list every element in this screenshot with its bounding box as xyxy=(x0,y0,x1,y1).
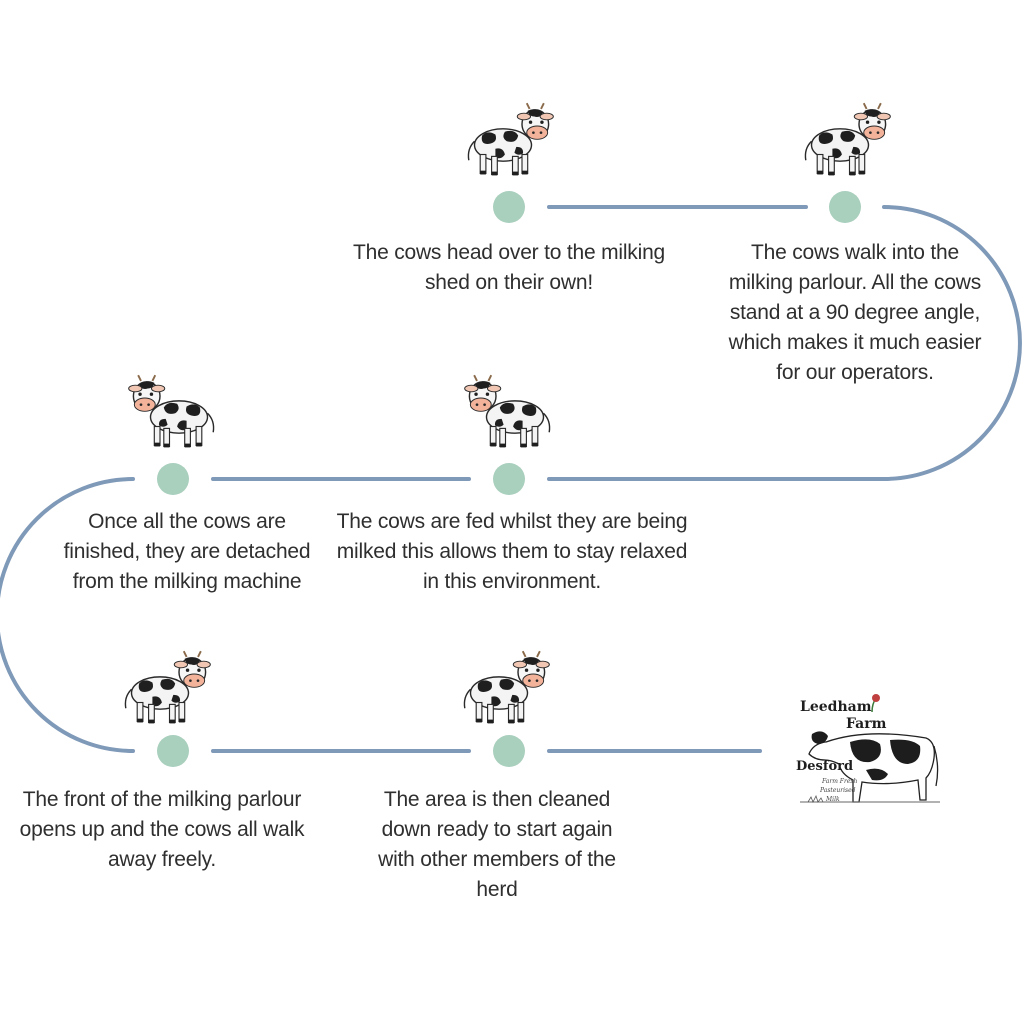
step-1-caption: The cows head over to the milking shed o… xyxy=(352,241,666,294)
step-3-caption: The cows are fed whilst they are being m… xyxy=(336,510,688,593)
cow-icon xyxy=(124,650,212,725)
logo-cow-icon xyxy=(800,731,940,803)
step-node-2 xyxy=(829,191,861,223)
connector-2-3 xyxy=(882,205,1022,481)
logo-line2: Farm xyxy=(846,716,887,732)
step-4-caption: Once all the cows are finished, they are… xyxy=(63,510,311,593)
step-5-caption: The front of the milking parlour opens u… xyxy=(19,788,305,871)
step-node-3 xyxy=(493,463,525,495)
process-path xyxy=(0,205,1022,753)
logo-line3: Desford xyxy=(796,759,853,774)
cow-icon xyxy=(804,102,892,177)
step-2-caption: The cows walk into the milking parlour. … xyxy=(728,241,982,384)
logo-tagline2: Pasteurised xyxy=(819,787,856,794)
step-node-4 xyxy=(157,463,189,495)
cow-icon xyxy=(463,650,551,725)
cow-icon xyxy=(463,374,551,449)
logo-tagline1: Farm Fresh xyxy=(821,778,857,785)
step-6-caption: The area is then cleaned down ready to s… xyxy=(378,788,616,901)
connector-4-5 xyxy=(0,477,135,753)
cow-icon xyxy=(467,102,555,177)
logo-tagline3: Milk xyxy=(825,796,840,803)
cow-icon xyxy=(127,374,215,449)
leedham-farm-logo: Leedham Farm Desford Farm Fresh Pasteuri… xyxy=(796,694,940,803)
logo-line1: Leedham xyxy=(800,699,872,715)
step-node-1 xyxy=(493,191,525,223)
step-node-6 xyxy=(493,735,525,767)
flower-icon xyxy=(872,694,880,702)
step-node-5 xyxy=(157,735,189,767)
